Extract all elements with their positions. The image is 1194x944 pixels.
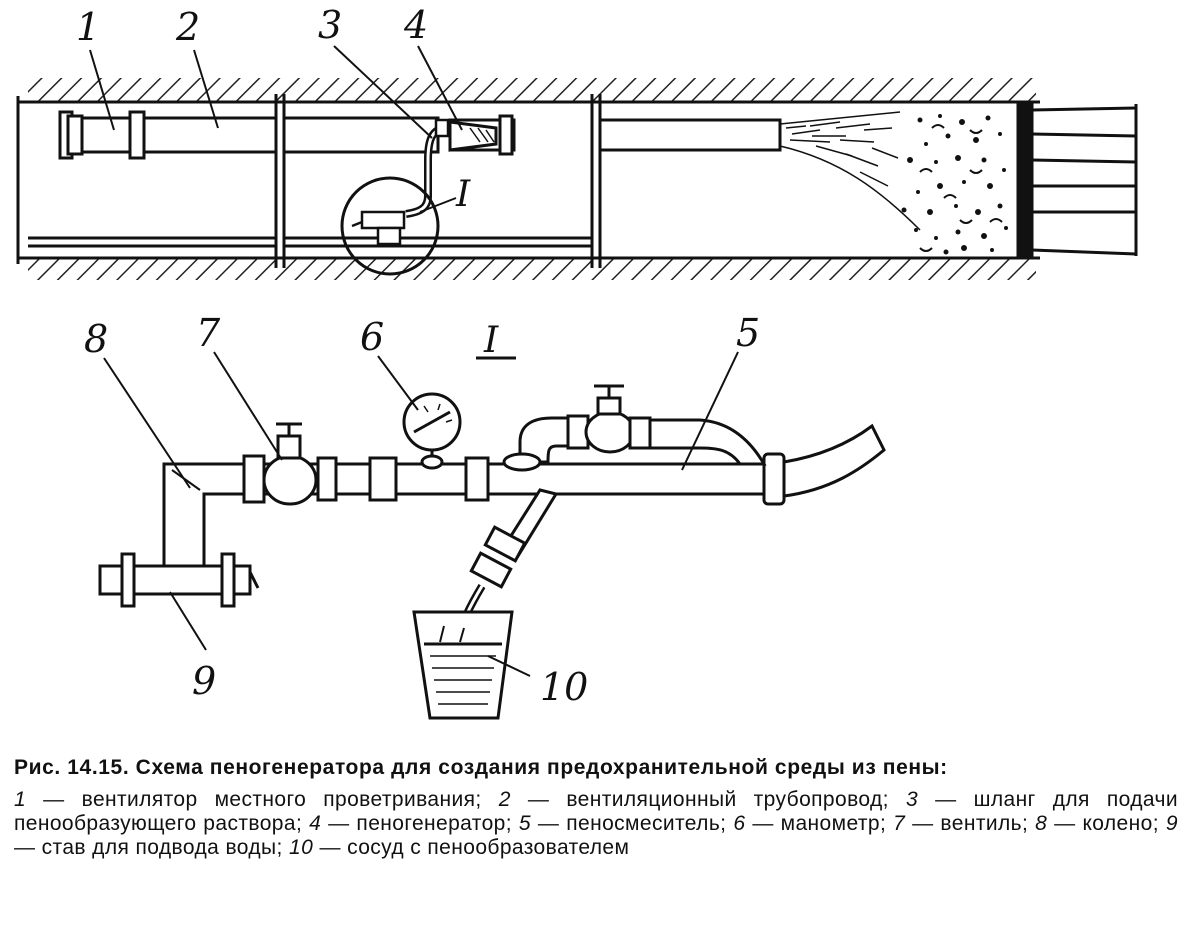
elbow [162, 462, 252, 568]
foam-jet [779, 111, 921, 231]
foam-mass [901, 114, 1008, 255]
label-1: 1 [76, 5, 100, 49]
legend-item-text: — вентиль; [905, 812, 1029, 835]
legend-item-text: — шланг для подачи пенообразующего раств… [14, 788, 1179, 835]
mixer-small [351, 210, 406, 246]
valve-7 [262, 422, 318, 506]
legend-item-number: 10 [289, 836, 314, 859]
legend-item-number: 3 [906, 788, 919, 811]
legend-item: 7 — вентиль; [893, 812, 1028, 835]
label-10: 10 [540, 665, 588, 709]
rails [28, 236, 592, 248]
end-barrier [1016, 102, 1138, 258]
caption-legend: 1 — вентилятор местного проветривания; 2… [14, 788, 1178, 860]
leader-lines-bottom [103, 351, 739, 677]
legend-item-text: — пеносмеситель; [531, 812, 727, 835]
legend-item-number: 9 [1165, 812, 1178, 835]
leader-lines-top [89, 45, 463, 139]
legend-item: 4 — пеногенератор; [309, 812, 512, 835]
legend-item-number: 6 [733, 812, 746, 835]
roof-hatching [28, 78, 1036, 102]
legend-item-text: — став для подвода воды; [14, 836, 283, 859]
label-8: 8 [84, 317, 108, 361]
legend-item-text: — манометр; [745, 812, 887, 835]
legend-item: 9 — став для подвода воды; [14, 812, 1178, 859]
legend-item-number: 2 [498, 788, 511, 811]
foam-agent-vessel [412, 610, 514, 720]
label-6: 6 [360, 315, 384, 359]
legend-item: 2 — вентиляционный трубопровод; [499, 788, 889, 811]
legend-item-number: 7 [893, 812, 906, 835]
legend-item-number: 5 [518, 812, 531, 835]
detail-title: I [483, 320, 499, 361]
legend-item-number: 8 [1035, 812, 1048, 835]
label-5: 5 [736, 311, 760, 355]
figure-caption: Рис. 14.15. Схема пеногенератора для соз… [14, 756, 1178, 860]
legend-item-text: — колено; [1047, 812, 1159, 835]
detail-section: I [84, 311, 886, 720]
legend-item-text: — сосуд с пенообразователем [313, 836, 630, 859]
legend-item-text: — вентилятор местного проветривания; [26, 788, 482, 811]
detail-marker-label: I [455, 174, 471, 215]
label-3: 3 [318, 3, 342, 47]
label-9: 9 [192, 659, 216, 703]
legend-item: 6 — манометр; [733, 812, 886, 835]
caption-title: Рис. 14.15. Схема пеногенератора для соз… [14, 756, 948, 779]
foam-mixer [502, 384, 767, 472]
label-4: 4 [403, 3, 428, 47]
foam-generator-diagram: 1 2 3 4 I I [16, 3, 1138, 720]
water-supply-pipe [98, 552, 260, 608]
legend-item-number: 4 [309, 812, 322, 835]
manometer [402, 392, 462, 470]
couplings [242, 452, 786, 506]
legend-item-text: — вентиляционный трубопровод; [510, 788, 889, 811]
legend-item: 3 — шланг для подачи пенообразующего рас… [14, 788, 1178, 835]
label-2: 2 [175, 5, 200, 49]
legend-item: 8 — колено; [1035, 812, 1159, 835]
detail-circle [340, 176, 440, 276]
tunnel-section: 1 2 3 4 I [16, 3, 1138, 280]
legend-item-text: — пеногенератор; [321, 812, 512, 835]
label-7: 7 [196, 311, 221, 355]
floor-hatching [28, 258, 1036, 280]
legend-item: 1 — вентилятор местного проветривания; [14, 788, 482, 811]
legend-item: 5 — пеносмеситель; [519, 812, 726, 835]
fan-unit [58, 110, 514, 160]
legend-item-number: 1 [14, 788, 27, 811]
legend-item: 10 — сосуд с пенообразователем [289, 836, 629, 859]
outlet-hose [782, 423, 886, 498]
